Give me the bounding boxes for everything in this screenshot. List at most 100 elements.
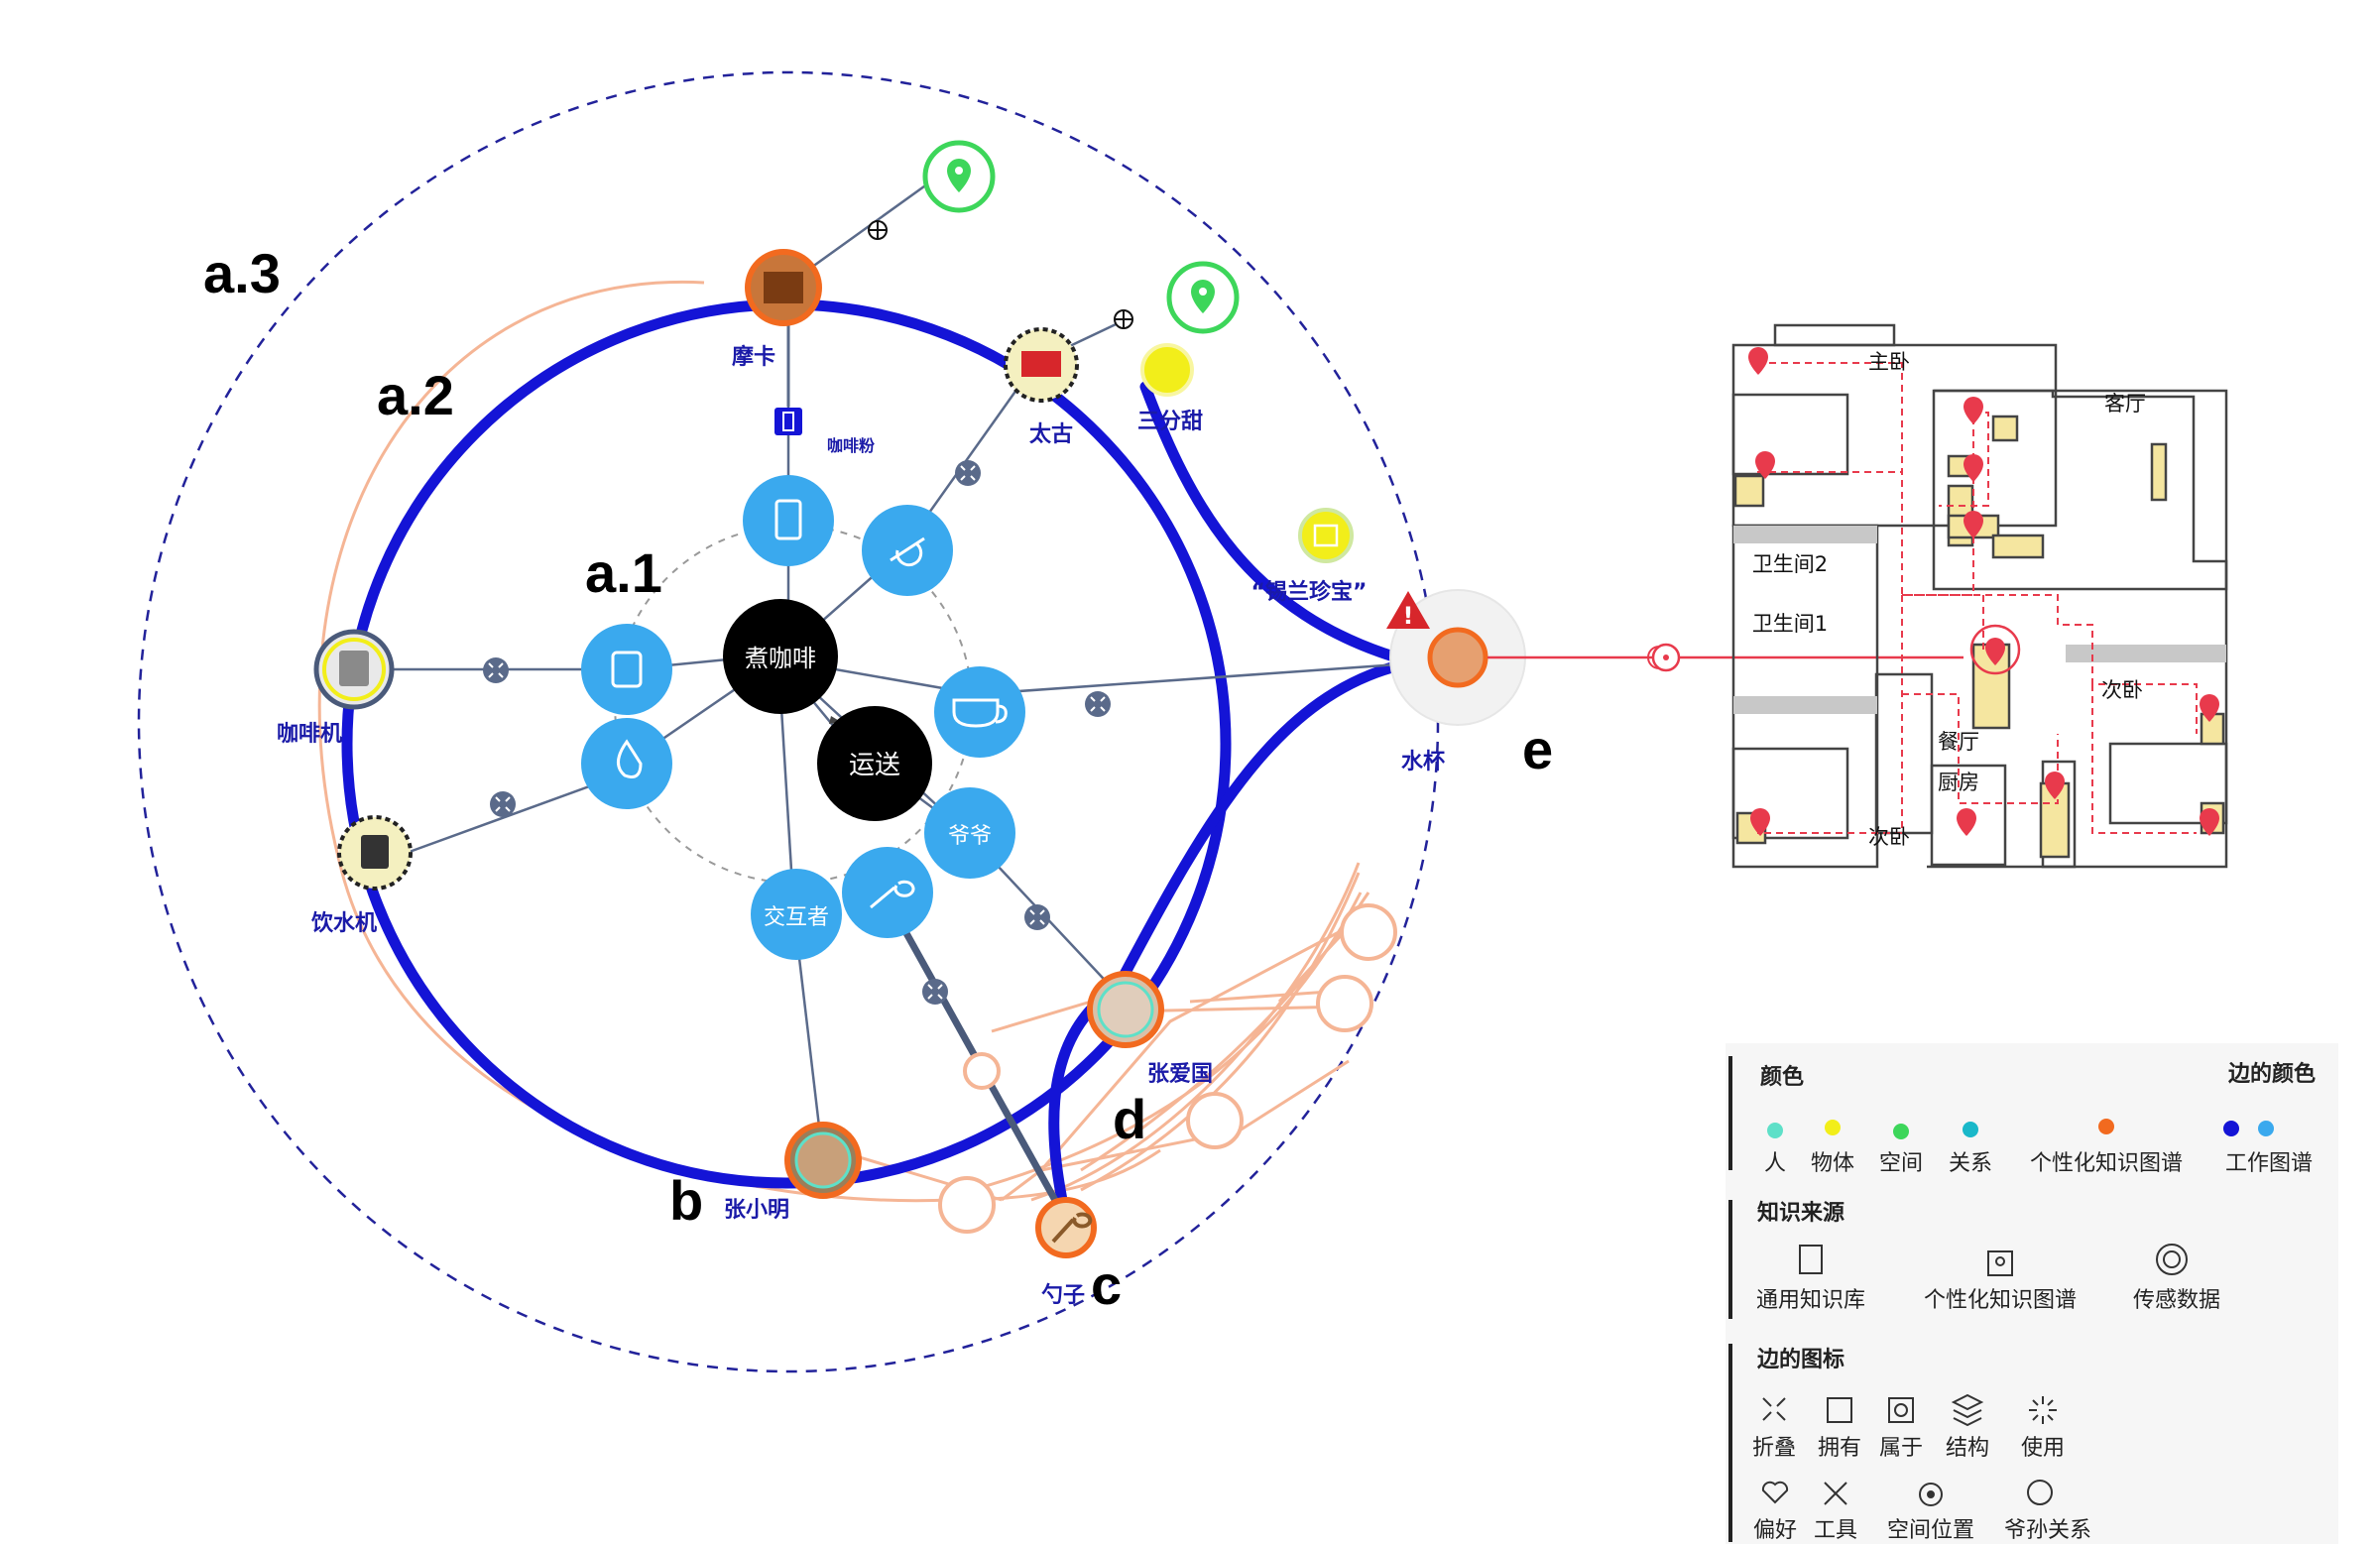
location-pins bbox=[922, 140, 1240, 334]
water-drop-icon bbox=[617, 739, 643, 778]
jar-icon bbox=[611, 651, 643, 688]
candy-icon bbox=[890, 536, 925, 567]
belong-icon bbox=[1888, 1397, 1914, 1423]
section-label-c: c bbox=[1091, 1253, 1122, 1316]
legend-colors-title: 颜色 bbox=[1760, 1064, 1804, 1090]
room-kitchen: 厨房 bbox=[1938, 771, 1979, 794]
legend-source-sensor: 传感数据 bbox=[2133, 1288, 2220, 1313]
task-node-grandpa: 爷爷 bbox=[948, 824, 992, 849]
legend-edge-colors-title: 边的颜色 bbox=[2227, 1061, 2316, 1087]
legend-edge-preference: 偏好 bbox=[1753, 1518, 1797, 1543]
room-bathroom1: 卫生间1 bbox=[1752, 612, 1828, 636]
legend-edge-tool: 工具 bbox=[1814, 1518, 1857, 1543]
legend-edge-color-work: 工作图谱 bbox=[2225, 1151, 2313, 1176]
section-label-a3: a.3 bbox=[203, 242, 281, 304]
zhang-aiguo-avatar bbox=[1097, 981, 1154, 1038]
legend-color-person: 人 bbox=[1764, 1151, 1786, 1176]
coffee-machine-icon bbox=[339, 651, 369, 686]
belong-icon-inner bbox=[1894, 1403, 1908, 1417]
legend-dot-personal bbox=[2098, 1119, 2114, 1134]
legend-color-personal: 个性化知识图谱 bbox=[2030, 1151, 2183, 1176]
floor-plan-target bbox=[1969, 624, 2021, 675]
xilan-label: “锡兰珍宝” bbox=[1251, 579, 1368, 605]
legend-edge-collapse: 折叠 bbox=[1752, 1436, 1796, 1461]
section-label-b: b bbox=[669, 1169, 703, 1232]
alert-icon bbox=[1386, 591, 1430, 629]
use-icon bbox=[2029, 1396, 2057, 1424]
taikoo-package bbox=[1021, 351, 1061, 377]
legend-color-space: 空间 bbox=[1879, 1151, 1923, 1176]
legend-dot-work-light bbox=[2258, 1121, 2274, 1136]
coffee-powder-icon bbox=[782, 412, 794, 431]
taikoo-label: 太古 bbox=[1029, 421, 1073, 447]
legend-edge-use: 使用 bbox=[2021, 1436, 2065, 1461]
task-node-interactor: 交互者 bbox=[764, 905, 829, 930]
coffee-machine-label: 咖啡机 bbox=[277, 722, 342, 747]
coffee-powder-node bbox=[774, 408, 802, 435]
center-node-deliver-label: 运送 bbox=[849, 751, 900, 780]
legend-edge-belong: 属于 bbox=[1879, 1436, 1923, 1461]
legend-dot-object bbox=[1825, 1120, 1841, 1135]
section-label-d: d bbox=[1113, 1088, 1146, 1150]
grandparent-icon bbox=[2027, 1480, 2053, 1505]
spoon-label: 勺子 bbox=[1041, 1282, 1085, 1308]
legend-edge-icon-glyphs bbox=[1761, 1393, 2057, 1506]
own-icon bbox=[1827, 1397, 1852, 1423]
legend-color-object: 物体 bbox=[1811, 1151, 1854, 1176]
task-node-icons bbox=[611, 499, 1008, 909]
room-bathroom2: 卫生间2 bbox=[1752, 552, 1828, 576]
legend: 颜色 边的颜色 人 物体 空间 关系 个性化知识图谱 工作图谱 知识来源 通用知… bbox=[1726, 1043, 2338, 1544]
legend-edge-structure: 结构 bbox=[1946, 1436, 1989, 1461]
room-living-room: 客厅 bbox=[2104, 392, 2146, 416]
room-master-bedroom: 主卧 bbox=[1868, 350, 1910, 374]
legend-edge-own: 拥有 bbox=[1818, 1436, 1861, 1461]
cup-location-dot bbox=[1663, 654, 1669, 660]
cup-node bbox=[1427, 627, 1488, 688]
legend-edge-location: 空间位置 bbox=[1887, 1518, 1974, 1543]
legend-dot-person bbox=[1767, 1123, 1783, 1138]
xilan-node bbox=[1298, 508, 1354, 563]
mocha-package bbox=[764, 272, 803, 303]
zhang-aiguo-label: 张爱国 bbox=[1147, 1062, 1213, 1087]
coffee-bag-icon bbox=[774, 499, 802, 540]
room-second-bedroom-bottom: 次卧 bbox=[1868, 825, 1910, 849]
legend-dot-space bbox=[1893, 1124, 1909, 1139]
center-node-cook-label: 煮咖啡 bbox=[745, 645, 816, 672]
floor-plan-pins bbox=[1748, 347, 2219, 836]
legend-dot-work-dark bbox=[2223, 1121, 2239, 1136]
legend-edge-grandparent: 爷孙关系 bbox=[2004, 1518, 2091, 1543]
structure-icon bbox=[1951, 1393, 1984, 1427]
room-second-bedroom-right: 次卧 bbox=[2101, 678, 2143, 702]
alert-mark: ! bbox=[1403, 602, 1414, 630]
legend-edge-icons-title: 边的图标 bbox=[1756, 1347, 1844, 1372]
task-nodes bbox=[581, 475, 1025, 960]
water-dispenser-label: 饮水机 bbox=[310, 911, 377, 936]
room-dining-room: 餐厅 bbox=[1938, 730, 1979, 754]
collapse-icon bbox=[1762, 1397, 1786, 1421]
coffee-powder-label: 咖啡粉 bbox=[827, 436, 875, 455]
spoon-icon bbox=[870, 880, 915, 909]
legend-dot-relation bbox=[1963, 1122, 1978, 1137]
floor-plan-routes bbox=[1757, 362, 2198, 834]
section-label-e: e bbox=[1522, 718, 1553, 780]
legend-source-general: 通用知识库 bbox=[1756, 1288, 1865, 1313]
spoon-node-icon bbox=[1051, 1212, 1093, 1244]
tool-icon bbox=[1824, 1482, 1847, 1505]
xilan-icon bbox=[1313, 524, 1339, 547]
personal-edges bbox=[317, 280, 1370, 1203]
coffee-machine-ring bbox=[322, 638, 386, 701]
knowledge-base-icon bbox=[1799, 1245, 1823, 1274]
sanfentian-node bbox=[1140, 343, 1194, 397]
preference-icon bbox=[1761, 1481, 1789, 1504]
legend-color-relation: 关系 bbox=[1949, 1151, 1992, 1176]
zhang-xiaoming-label: 张小明 bbox=[724, 1198, 789, 1223]
legend-source-personal: 个性化知识图谱 bbox=[1924, 1288, 2077, 1313]
location-icon-dot bbox=[1927, 1490, 1935, 1498]
location-icon bbox=[1919, 1483, 1943, 1506]
personal-graph-icon-head bbox=[1995, 1256, 2005, 1266]
sensor-data-icon-inner bbox=[2163, 1250, 2181, 1268]
personal-icon-nodes bbox=[938, 903, 1397, 1234]
cup-label: 水杯 bbox=[1401, 750, 1445, 774]
sanfentian-label: 三分甜 bbox=[1137, 409, 1203, 434]
